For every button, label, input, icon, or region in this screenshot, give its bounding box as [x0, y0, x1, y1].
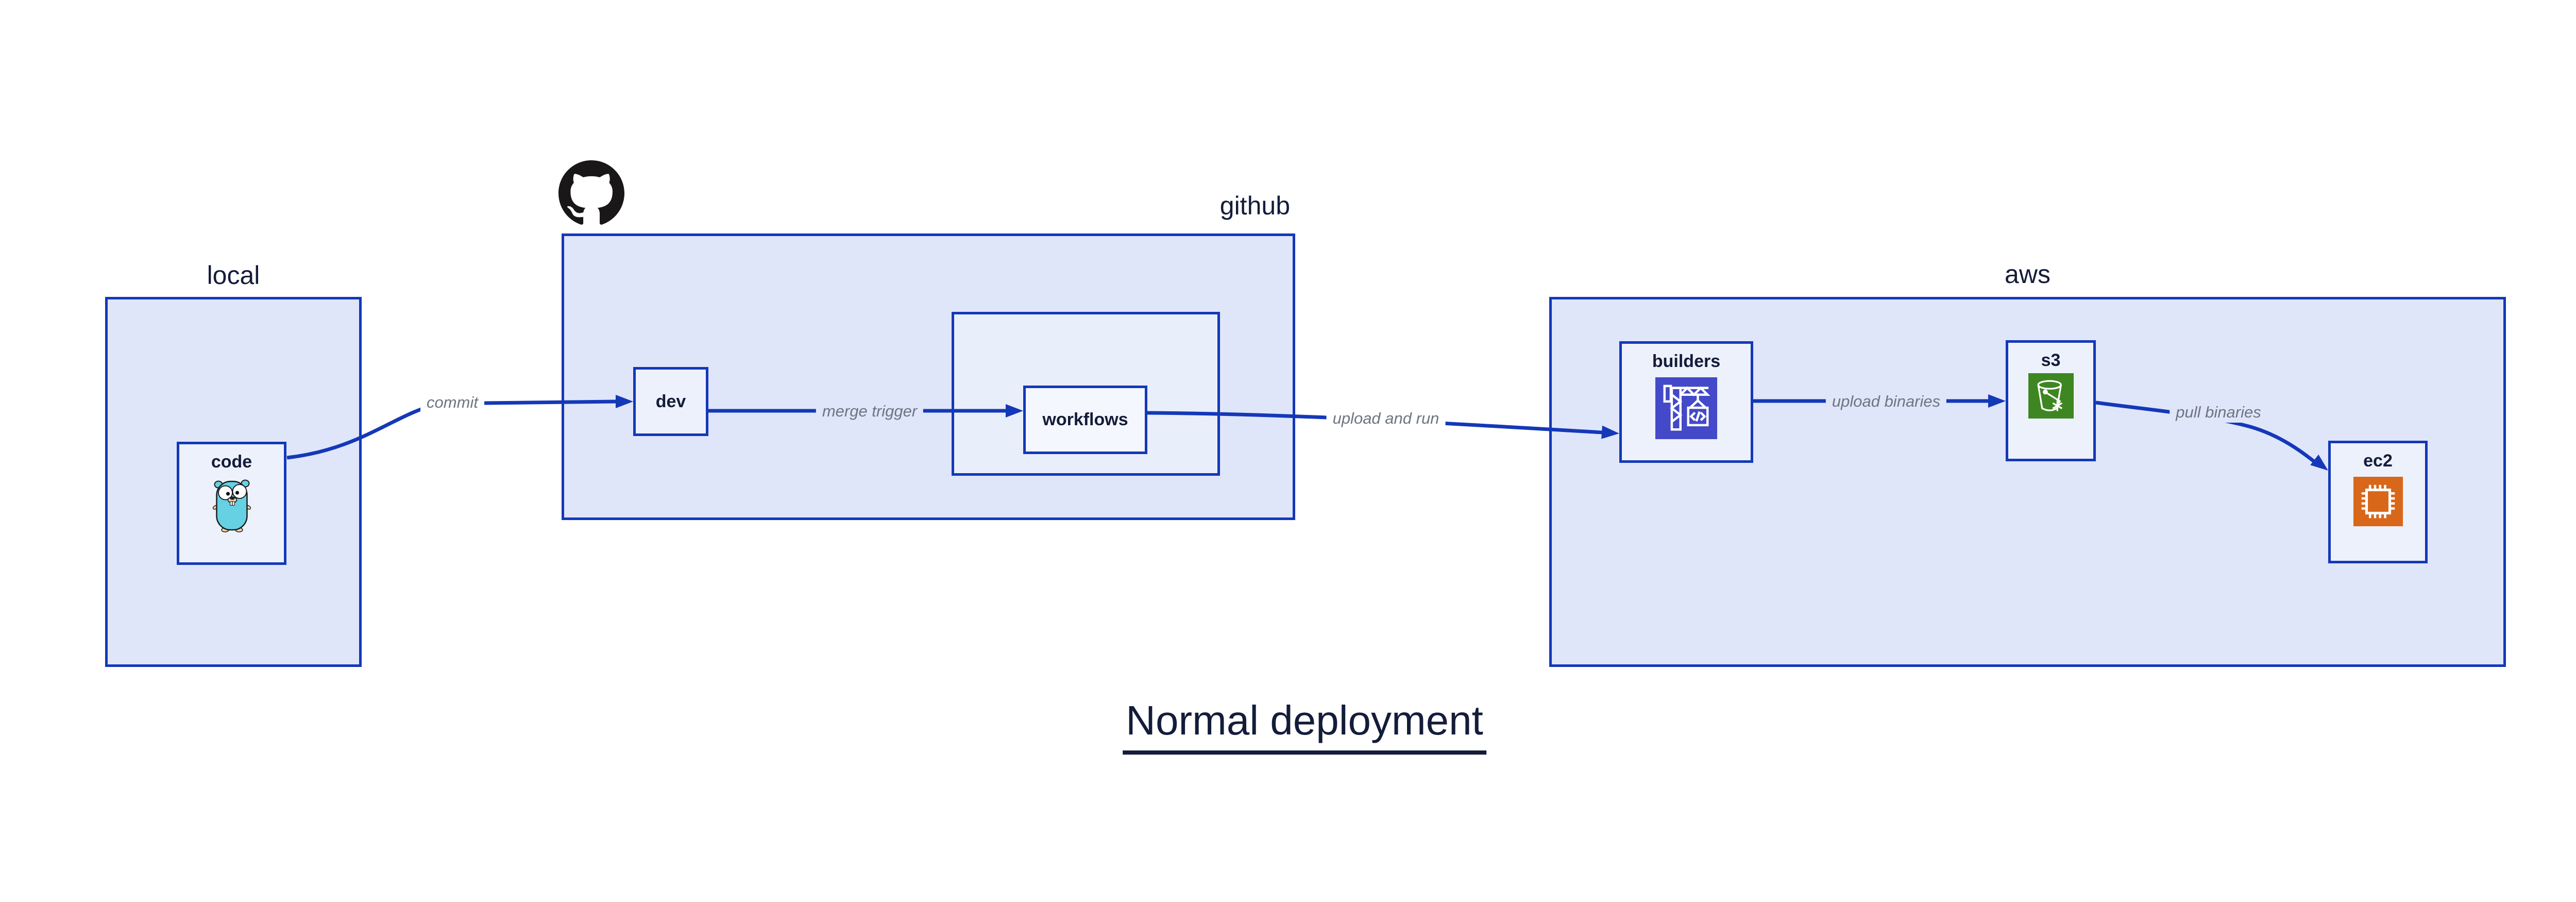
codebuild-crane-icon [1655, 377, 1717, 442]
group-label-github: github [1219, 191, 1290, 220]
node-code-label: code [211, 452, 252, 472]
diagram-title: Normal deployment [1123, 697, 1486, 755]
node-dev: dev [633, 367, 708, 436]
edge-label-upload-binaries: upload binaries [1825, 391, 1947, 412]
node-s3-label: s3 [2041, 350, 2061, 370]
github-logo-icon [558, 160, 624, 226]
node-ec2-label: ec2 [2363, 451, 2393, 471]
edge-label-pull-binaries: pull binaries [2170, 402, 2267, 423]
node-builders-label: builders [1652, 352, 1721, 371]
node-workflows-label: workflows [1042, 410, 1128, 430]
edge-label-merge-trigger: merge trigger [816, 401, 924, 422]
node-s3: s3 [2006, 340, 2096, 461]
edge-label-upload-and-run: upload and run [1326, 408, 1446, 429]
node-workflows: workflows [1023, 386, 1147, 454]
node-code: code [177, 442, 286, 565]
ec2-chip-icon [2353, 476, 2403, 529]
node-dev-label: dev [655, 391, 686, 411]
group-label-local: local [207, 261, 260, 290]
edge-label-commit: commit [420, 392, 484, 413]
group-label-aws: aws [2005, 260, 2050, 289]
s3-bucket-icon [2028, 373, 2074, 421]
node-ec2: ec2 [2328, 441, 2428, 563]
node-builders: builders [1619, 341, 1753, 463]
go-gopher-icon [212, 478, 251, 535]
